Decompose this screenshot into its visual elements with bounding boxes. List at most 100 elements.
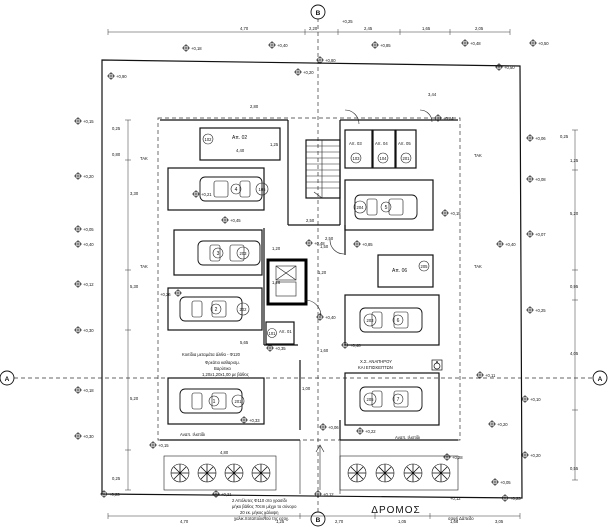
svg-text:+0,12: +0,12 [323,492,334,497]
elevation-marker: +0,05 [74,225,94,233]
shrub-icon [251,463,271,483]
tak-label: TAK [140,156,148,161]
elevation-marker: +0,20 [521,451,541,459]
svg-text:103: 103 [353,156,361,161]
dimension-line-right: 0,25 1,25 5,20 0,95 4,05 0,55 [560,129,579,481]
disabled-parking-label: ΚΑΙ ΕΠΙΣΚΕΠΤΩΝ [358,365,393,370]
elevation-marker: +0,40 [74,240,94,248]
svg-text:201: 201 [403,156,411,161]
svg-text:+0,84: +0,84 [443,116,454,121]
svg-text:1,25: 1,25 [570,158,579,163]
svg-text:1,25: 1,25 [270,142,279,147]
svg-text:Απ. 03: Απ. 03 [349,141,362,146]
svg-text:B: B [316,10,321,17]
lift-car [275,265,297,297]
elevation-marker: +0,84 [434,114,454,122]
svg-text:1,20: 1,20 [272,246,281,251]
svg-text:+0,06: +0,06 [328,425,339,430]
svg-text:205: 205 [421,264,429,269]
shrub-icon [170,463,190,483]
car [354,194,418,220]
dimension-line-left: 0,25 0,80 3,30 5,30 5,20 0,25 [112,119,139,491]
svg-text:+0,21: +0,21 [221,492,232,497]
planter-label: Αναπ. Ιλιστίδι [180,432,205,437]
elevation-marker: +0,07 [526,230,546,238]
section-mark-left: A [0,370,15,386]
tak-label: TAK [140,264,148,269]
svg-text:+0,07: +0,07 [535,232,546,237]
space-number: 7 205 [363,392,404,406]
svg-text:A: A [598,376,603,383]
svg-text:3,05: 3,05 [495,519,504,524]
staircase [305,139,341,199]
parking-space-5 [344,179,434,231]
driveway-ramp [299,440,341,494]
space-number: 4 105 [230,182,269,196]
space-number: 2 202 [210,302,250,316]
elevation-marker: +0,48 [461,39,481,47]
svg-text:2,80: 2,80 [250,104,259,109]
elevation-marker: +0,22 [356,427,376,435]
plot-boundary [101,59,523,499]
elevation-marker: +0,28 [443,453,463,461]
svg-text:+0,15: +0,15 [450,211,461,216]
svg-text:+0,85: +0,85 [380,43,391,48]
svg-text:3,30: 3,30 [130,191,139,196]
svg-text:+0,25: +0,25 [535,308,546,313]
corner-note: +0,12 σαφή Δάπεδο [448,496,474,521]
shrub-icon [431,463,451,483]
space-number: 3 203 [212,246,250,260]
svg-text:0,55: 0,55 [570,466,579,471]
svg-text:μήκο βάθος 70cm μέχρι το σύνορ: μήκο βάθος 70cm μέχρι το σύνορο [232,504,297,509]
disabled-parking-label: Χ.Σ. ΑΝΑΠΗΡΟΥ [360,359,392,364]
svg-text:+0,40: +0,40 [277,43,288,48]
storage-room: 205 Απ. 06 [377,254,434,288]
svg-text:+0,25: +0,25 [342,19,353,24]
svg-text:+0,26: +0,26 [160,292,171,297]
car [197,240,261,266]
elevation-marker: +0,05 [491,478,511,486]
svg-text:Απ. 05: Απ. 05 [398,141,411,146]
svg-text:+0,90: +0,90 [116,74,127,79]
svg-text:+0,15: +0,15 [83,119,94,124]
svg-text:+0,15: +0,15 [158,443,169,448]
storage-room: 102 Απ. 02 [199,127,281,161]
svg-text:Απ. 04: Απ. 04 [375,141,388,146]
section-mark-bottom: B [310,511,326,527]
svg-text:2 Απόλυτες Φ110 στο γρασίδι: 2 Απόλυτες Φ110 στο γρασίδι [232,498,287,503]
svg-text:+0,30: +0,30 [83,328,94,333]
elevation-marker: +0,12 [74,280,94,288]
dimension-line-bottom: 4,70 1,25 2,70 1,05 1,66 3,05 [107,513,521,524]
svg-text:σαφή Δάπεδο: σαφή Δάπεδο [448,516,474,521]
road-label: ΔΡΟΜΟΣ [371,505,420,516]
svg-text:+0,40: +0,40 [325,315,336,320]
svg-text:+0,20: +0,20 [83,174,94,179]
svg-text:+0,20: +0,20 [497,422,508,427]
door-swing [344,109,360,125]
svg-text:5,20: 5,20 [570,211,579,216]
svg-text:+0,40: +0,40 [83,242,94,247]
elevation-marker: +0,23 [501,494,521,502]
elevation-marker: +0,30 [74,432,94,440]
svg-text:3: 3 [217,251,220,257]
storage-room: 103 Απ. 03 [344,129,373,169]
section-mark-right: A [592,370,608,386]
elevation-marker: +0,40 [316,313,336,321]
svg-text:0,25: 0,25 [112,476,121,481]
elevation-marker: +0,50 [495,63,515,71]
section-mark-top: B [310,4,326,20]
tak-label: TAK [474,264,482,269]
svg-text:χαλικ.ποταπολιστού της εσοχ.: χαλικ.ποταπολιστού της εσοχ. [234,516,289,521]
elevation-marker: +0,26 [160,289,182,297]
shrub-icon [347,463,367,483]
svg-text:+0,40: +0,40 [505,242,516,247]
svg-text:102: 102 [205,137,213,142]
svg-text:4,05: 4,05 [570,351,579,356]
door-swing [329,239,345,255]
svg-text:B: B [316,517,321,524]
planter-right [339,455,459,491]
svg-text:+0,12: +0,12 [450,496,461,501]
svg-text:203: 203 [367,318,375,323]
svg-text:1,66: 1,66 [450,519,459,524]
elevation-marker: +0,23 [100,490,120,498]
